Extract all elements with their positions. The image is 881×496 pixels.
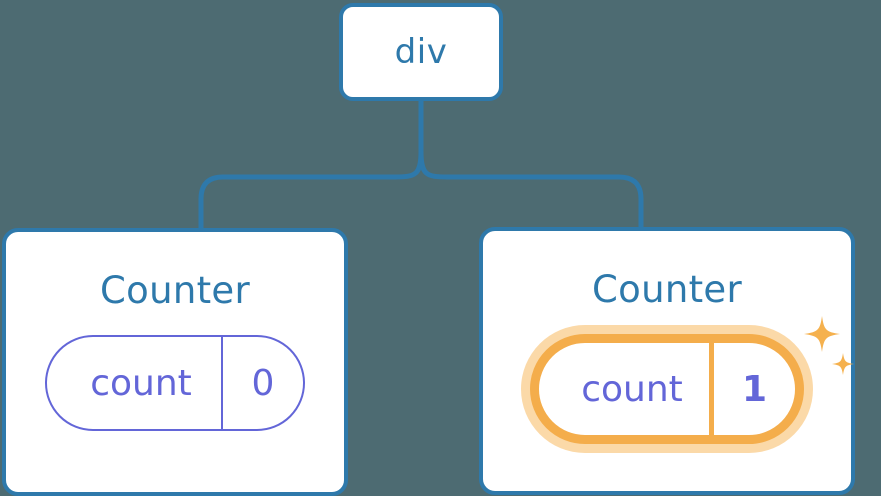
node-div[interactable]: div bbox=[339, 3, 503, 101]
state-pill-right-wrapper: count 1 bbox=[530, 316, 854, 444]
node-counter-left[interactable]: Counter count 0 bbox=[2, 228, 348, 496]
sparkle-large-icon bbox=[804, 316, 840, 352]
state-key-left: count bbox=[90, 362, 192, 404]
sparkle-group bbox=[804, 316, 854, 375]
state-key-right: count bbox=[581, 368, 683, 410]
node-counter-right-label: Counter bbox=[592, 268, 742, 311]
node-div-label: div bbox=[394, 32, 448, 72]
node-counter-left-label: Counter bbox=[100, 269, 250, 312]
state-pill-right[interactable]: count 1 bbox=[530, 334, 804, 444]
state-value-left: 0 bbox=[221, 337, 303, 429]
state-pill-left[interactable]: count 0 bbox=[45, 335, 305, 431]
connector-branch-left bbox=[198, 149, 424, 231]
state-value-right: 1 bbox=[709, 343, 795, 435]
node-counter-right[interactable]: Counter count 1 bbox=[479, 227, 855, 495]
connector-branch-right bbox=[418, 149, 644, 231]
sparkle-small-icon bbox=[832, 353, 854, 375]
state-pill-left-wrapper: count 0 bbox=[45, 335, 305, 431]
